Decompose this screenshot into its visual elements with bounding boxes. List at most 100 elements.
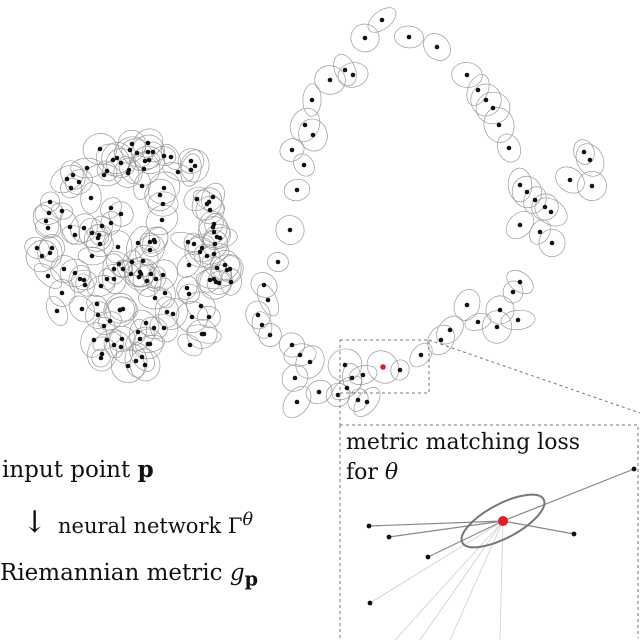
metric-ellipse	[186, 319, 218, 349]
data-point	[81, 225, 87, 231]
data-point	[549, 240, 555, 246]
metric-ellipse	[139, 232, 161, 252]
data-point	[139, 354, 145, 360]
data-point	[95, 312, 101, 318]
data-point	[152, 295, 158, 301]
metric-ellipse	[436, 315, 464, 345]
data-point	[307, 359, 313, 365]
data-point	[217, 235, 223, 241]
metric-ellipse	[125, 225, 151, 261]
metric-ellipse	[464, 313, 492, 331]
neighbor-point	[571, 531, 577, 537]
metric-ellipse	[147, 191, 179, 217]
data-point	[581, 149, 587, 155]
metric-ellipse	[82, 133, 118, 165]
data-point	[418, 352, 424, 358]
metric-ellipse	[138, 286, 172, 310]
data-point	[362, 35, 368, 41]
metric-ellipse	[275, 215, 305, 245]
query-point-zoomed	[498, 516, 508, 526]
neighbor-link	[388, 520, 504, 538]
data-point	[162, 290, 168, 296]
data-point	[297, 352, 303, 358]
metric-ellipse	[80, 182, 102, 214]
neighbor-link	[368, 520, 504, 527]
metric-ellipse	[267, 252, 289, 272]
data-point	[567, 177, 573, 183]
data-point	[255, 312, 261, 318]
data-point	[161, 153, 167, 159]
data-point	[222, 262, 228, 268]
data-point	[310, 132, 316, 138]
data-point	[84, 165, 90, 171]
data-point	[89, 230, 95, 236]
data-point	[147, 247, 153, 253]
zoom-inset	[339, 339, 640, 640]
neighbor-link	[449, 520, 504, 640]
data-point	[483, 97, 489, 103]
metric-ellipse	[496, 133, 522, 163]
data-point	[114, 155, 120, 161]
data-point	[45, 225, 51, 231]
data-point	[342, 362, 348, 368]
data-point	[211, 229, 217, 235]
data-point	[49, 245, 55, 251]
data-point	[101, 172, 107, 178]
symbol-p: p	[137, 456, 154, 483]
metric-ellipse	[573, 139, 595, 165]
metric-ellipse	[197, 305, 221, 329]
data-point	[144, 278, 150, 284]
metric-ellipse	[289, 107, 321, 143]
metric-ellipse	[32, 204, 60, 238]
metric-ellipse	[70, 213, 98, 243]
metric-ellipse	[180, 149, 210, 183]
metric-ellipse	[283, 178, 311, 202]
data-point	[490, 105, 496, 111]
data-point	[344, 385, 350, 391]
data-point	[447, 327, 453, 333]
metric-ellipse	[475, 91, 511, 125]
data-point	[116, 261, 122, 267]
data-point	[133, 358, 139, 364]
data-point	[160, 272, 166, 278]
data-point	[360, 372, 366, 378]
metric-ellipse	[50, 164, 84, 194]
data-point	[497, 307, 503, 313]
data-point	[188, 167, 194, 173]
data-point	[151, 325, 157, 331]
data-point	[129, 141, 135, 147]
data-point	[292, 375, 298, 381]
metric-ellipse	[46, 295, 68, 327]
data-point	[185, 239, 191, 245]
metric-ellipse	[202, 227, 238, 249]
data-point	[537, 229, 543, 235]
metric-ellipse	[154, 296, 180, 328]
data-point	[464, 72, 470, 78]
metric-ellipse	[258, 323, 282, 347]
data-point	[170, 311, 176, 317]
data-point	[64, 176, 70, 182]
metric-ellipse	[75, 273, 95, 297]
data-point	[188, 158, 194, 164]
data-point	[145, 140, 151, 146]
metric-ellipse	[302, 83, 322, 117]
metric-ellipse	[279, 138, 305, 162]
data-point	[438, 337, 444, 343]
data-point	[434, 44, 440, 50]
data-point	[104, 276, 110, 282]
data-point	[68, 185, 74, 191]
data-point	[548, 209, 554, 215]
data-point	[287, 227, 293, 233]
metric-ellipse	[113, 158, 143, 188]
metric-ellipse	[50, 202, 74, 220]
metric-ellipse	[201, 182, 225, 212]
data-point	[126, 167, 132, 173]
data-point	[349, 375, 355, 381]
metric-ellipse	[511, 175, 543, 209]
data-point	[127, 147, 133, 153]
data-point	[199, 331, 205, 337]
data-point	[168, 154, 174, 160]
data-point	[118, 160, 124, 166]
data-point	[81, 277, 87, 283]
